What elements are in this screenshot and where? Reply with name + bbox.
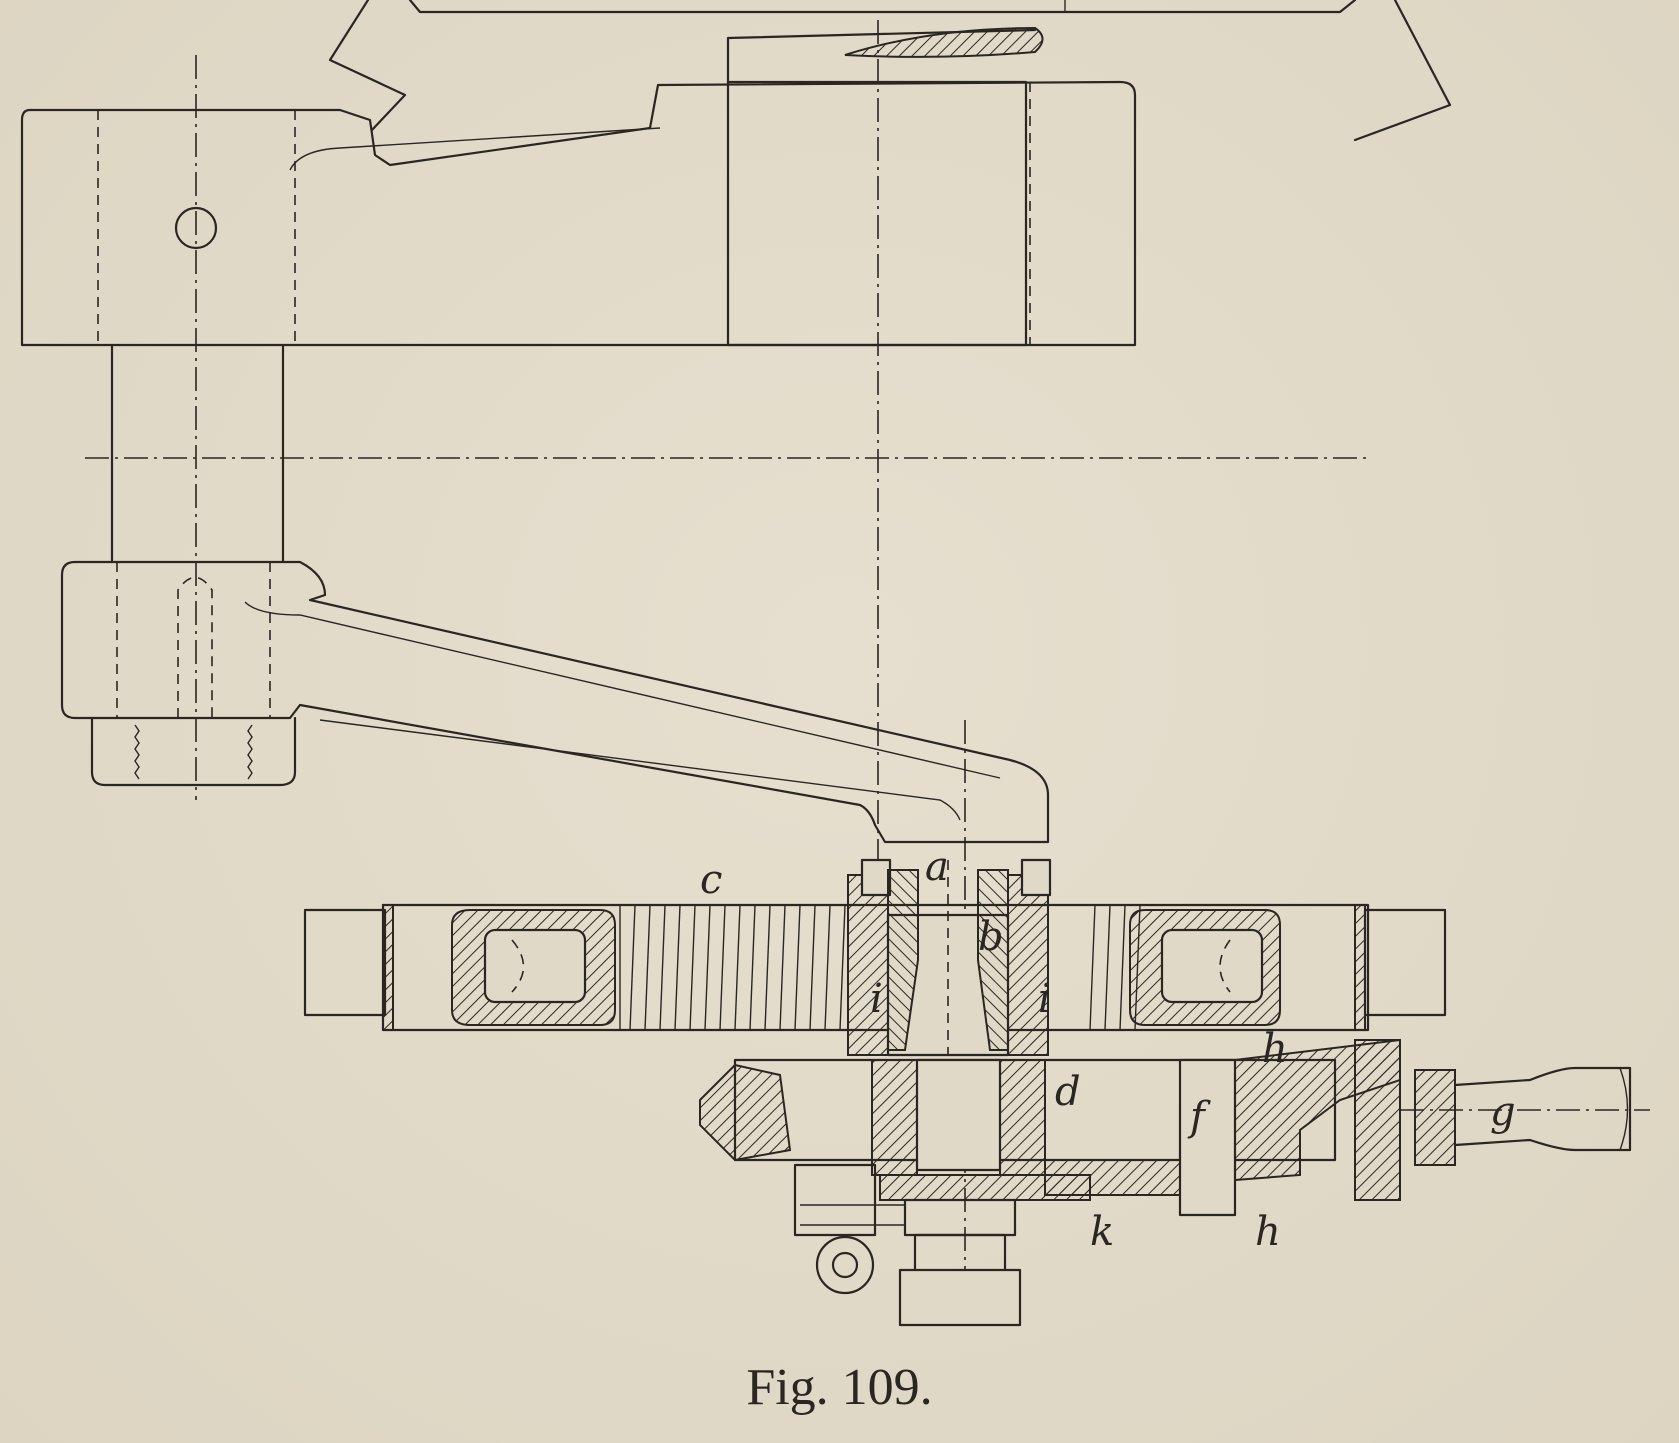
crank-post xyxy=(110,343,285,564)
crank-block-top xyxy=(20,26,1137,347)
label-g: g xyxy=(1490,1089,1516,1135)
crank-arm-lower xyxy=(60,560,1050,844)
label-i-right: i xyxy=(1038,976,1051,1022)
label-i-left: i xyxy=(870,976,883,1022)
label-h-bottom: h xyxy=(1255,1209,1281,1255)
label-h-top: h xyxy=(1262,1026,1288,1072)
label-d: d xyxy=(1055,1069,1081,1115)
link-right xyxy=(1129,909,1281,1026)
label-b: b xyxy=(978,914,1004,960)
worm-shaft xyxy=(303,903,1447,1032)
label-a: a xyxy=(925,844,949,890)
bearing-block xyxy=(847,858,1052,1057)
gear-assembly xyxy=(699,1038,1650,1327)
part-labels: c a b i i h d f g k h xyxy=(700,844,1516,1255)
upper-frame xyxy=(328,0,1452,142)
link-left xyxy=(451,909,616,1026)
label-k: k xyxy=(1090,1209,1114,1255)
figure-caption: Fig. 109. xyxy=(746,1359,933,1416)
worm-threads xyxy=(619,904,1141,1031)
label-c: c xyxy=(700,857,722,903)
